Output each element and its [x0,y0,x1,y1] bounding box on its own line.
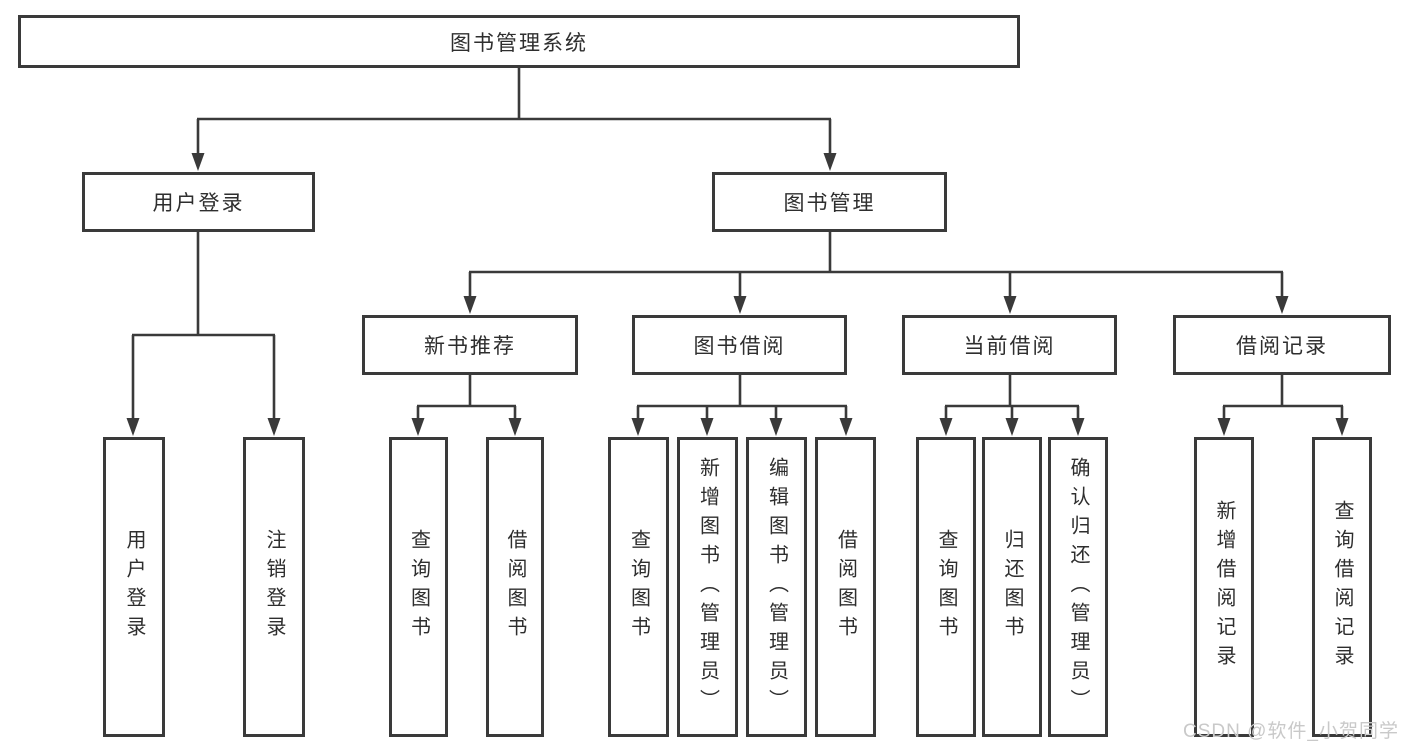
leaf-borrow-query-books-label: 查询图书 [627,529,650,645]
leaf-borrow-edit-books-admin-label: 编辑图书（管理员） [765,456,788,718]
leaf-newbook-borrow-books: 借阅图书 [486,437,544,737]
node-current-borrow: 当前借阅 [902,315,1117,375]
leaf-current-return-books-label: 归还图书 [1001,529,1023,645]
leaf-current-query-books: 查询图书 [916,437,976,737]
csdn-watermark: CSDN @软件_小贺同学 [1183,721,1399,742]
node-book-borrow-label: 图书借阅 [693,335,786,358]
leaf-borrow-borrow-books: 借阅图书 [815,437,876,737]
node-new-book-recommend: 新书推荐 [362,315,578,375]
leaf-borrow-borrow-books-label: 借阅图书 [834,529,857,645]
node-current-borrow-label: 当前借阅 [963,335,1056,358]
leaf-records-query-record: 查询借阅记录 [1312,437,1372,737]
node-book-management-label: 图书管理 [783,192,876,215]
leaf-logout-label: 注销登录 [263,529,285,645]
leaf-records-add-record-label: 新增借阅记录 [1213,500,1235,674]
node-root-label: 图书管理系统 [450,31,588,55]
leaf-newbook-query-books: 查询图书 [389,437,448,737]
leaf-borrow-edit-books-admin: 编辑图书（管理员） [746,437,807,737]
leaf-borrow-query-books: 查询图书 [608,437,669,737]
arrowheads [126,153,1349,436]
leaf-logout: 注销登录 [243,437,305,737]
node-user-login: 用户登录 [82,172,315,232]
leaf-records-query-record-label: 查询借阅记录 [1331,500,1353,674]
leaf-newbook-query-books-label: 查询图书 [407,529,430,645]
leaf-records-add-record: 新增借阅记录 [1194,437,1254,737]
node-borrow-records-label: 借阅记录 [1236,335,1328,358]
leaf-user-login: 用户登录 [103,437,165,737]
connector-paths [131,68,1344,420]
leaf-borrow-add-books-admin-label: 新增图书（管理员） [696,456,719,718]
node-book-management: 图书管理 [712,172,947,232]
leaf-current-return-books: 归还图书 [982,437,1042,737]
node-book-borrow: 图书借阅 [632,315,847,375]
leaf-user-login-label: 用户登录 [123,529,145,645]
leaf-current-confirm-return-admin-label: 确认归还（管理员） [1067,456,1089,718]
leaf-current-confirm-return-admin: 确认归还（管理员） [1048,437,1108,737]
node-new-book-recommend-label: 新书推荐 [424,335,516,358]
leaf-borrow-add-books-admin: 新增图书（管理员） [677,437,738,737]
node-borrow-records: 借阅记录 [1173,315,1391,375]
node-root: 图书管理系统 [18,15,1020,68]
leaf-current-query-books-label: 查询图书 [935,529,957,645]
node-user-login-label: 用户登录 [152,192,245,215]
leaf-newbook-borrow-books-label: 借阅图书 [504,529,526,645]
